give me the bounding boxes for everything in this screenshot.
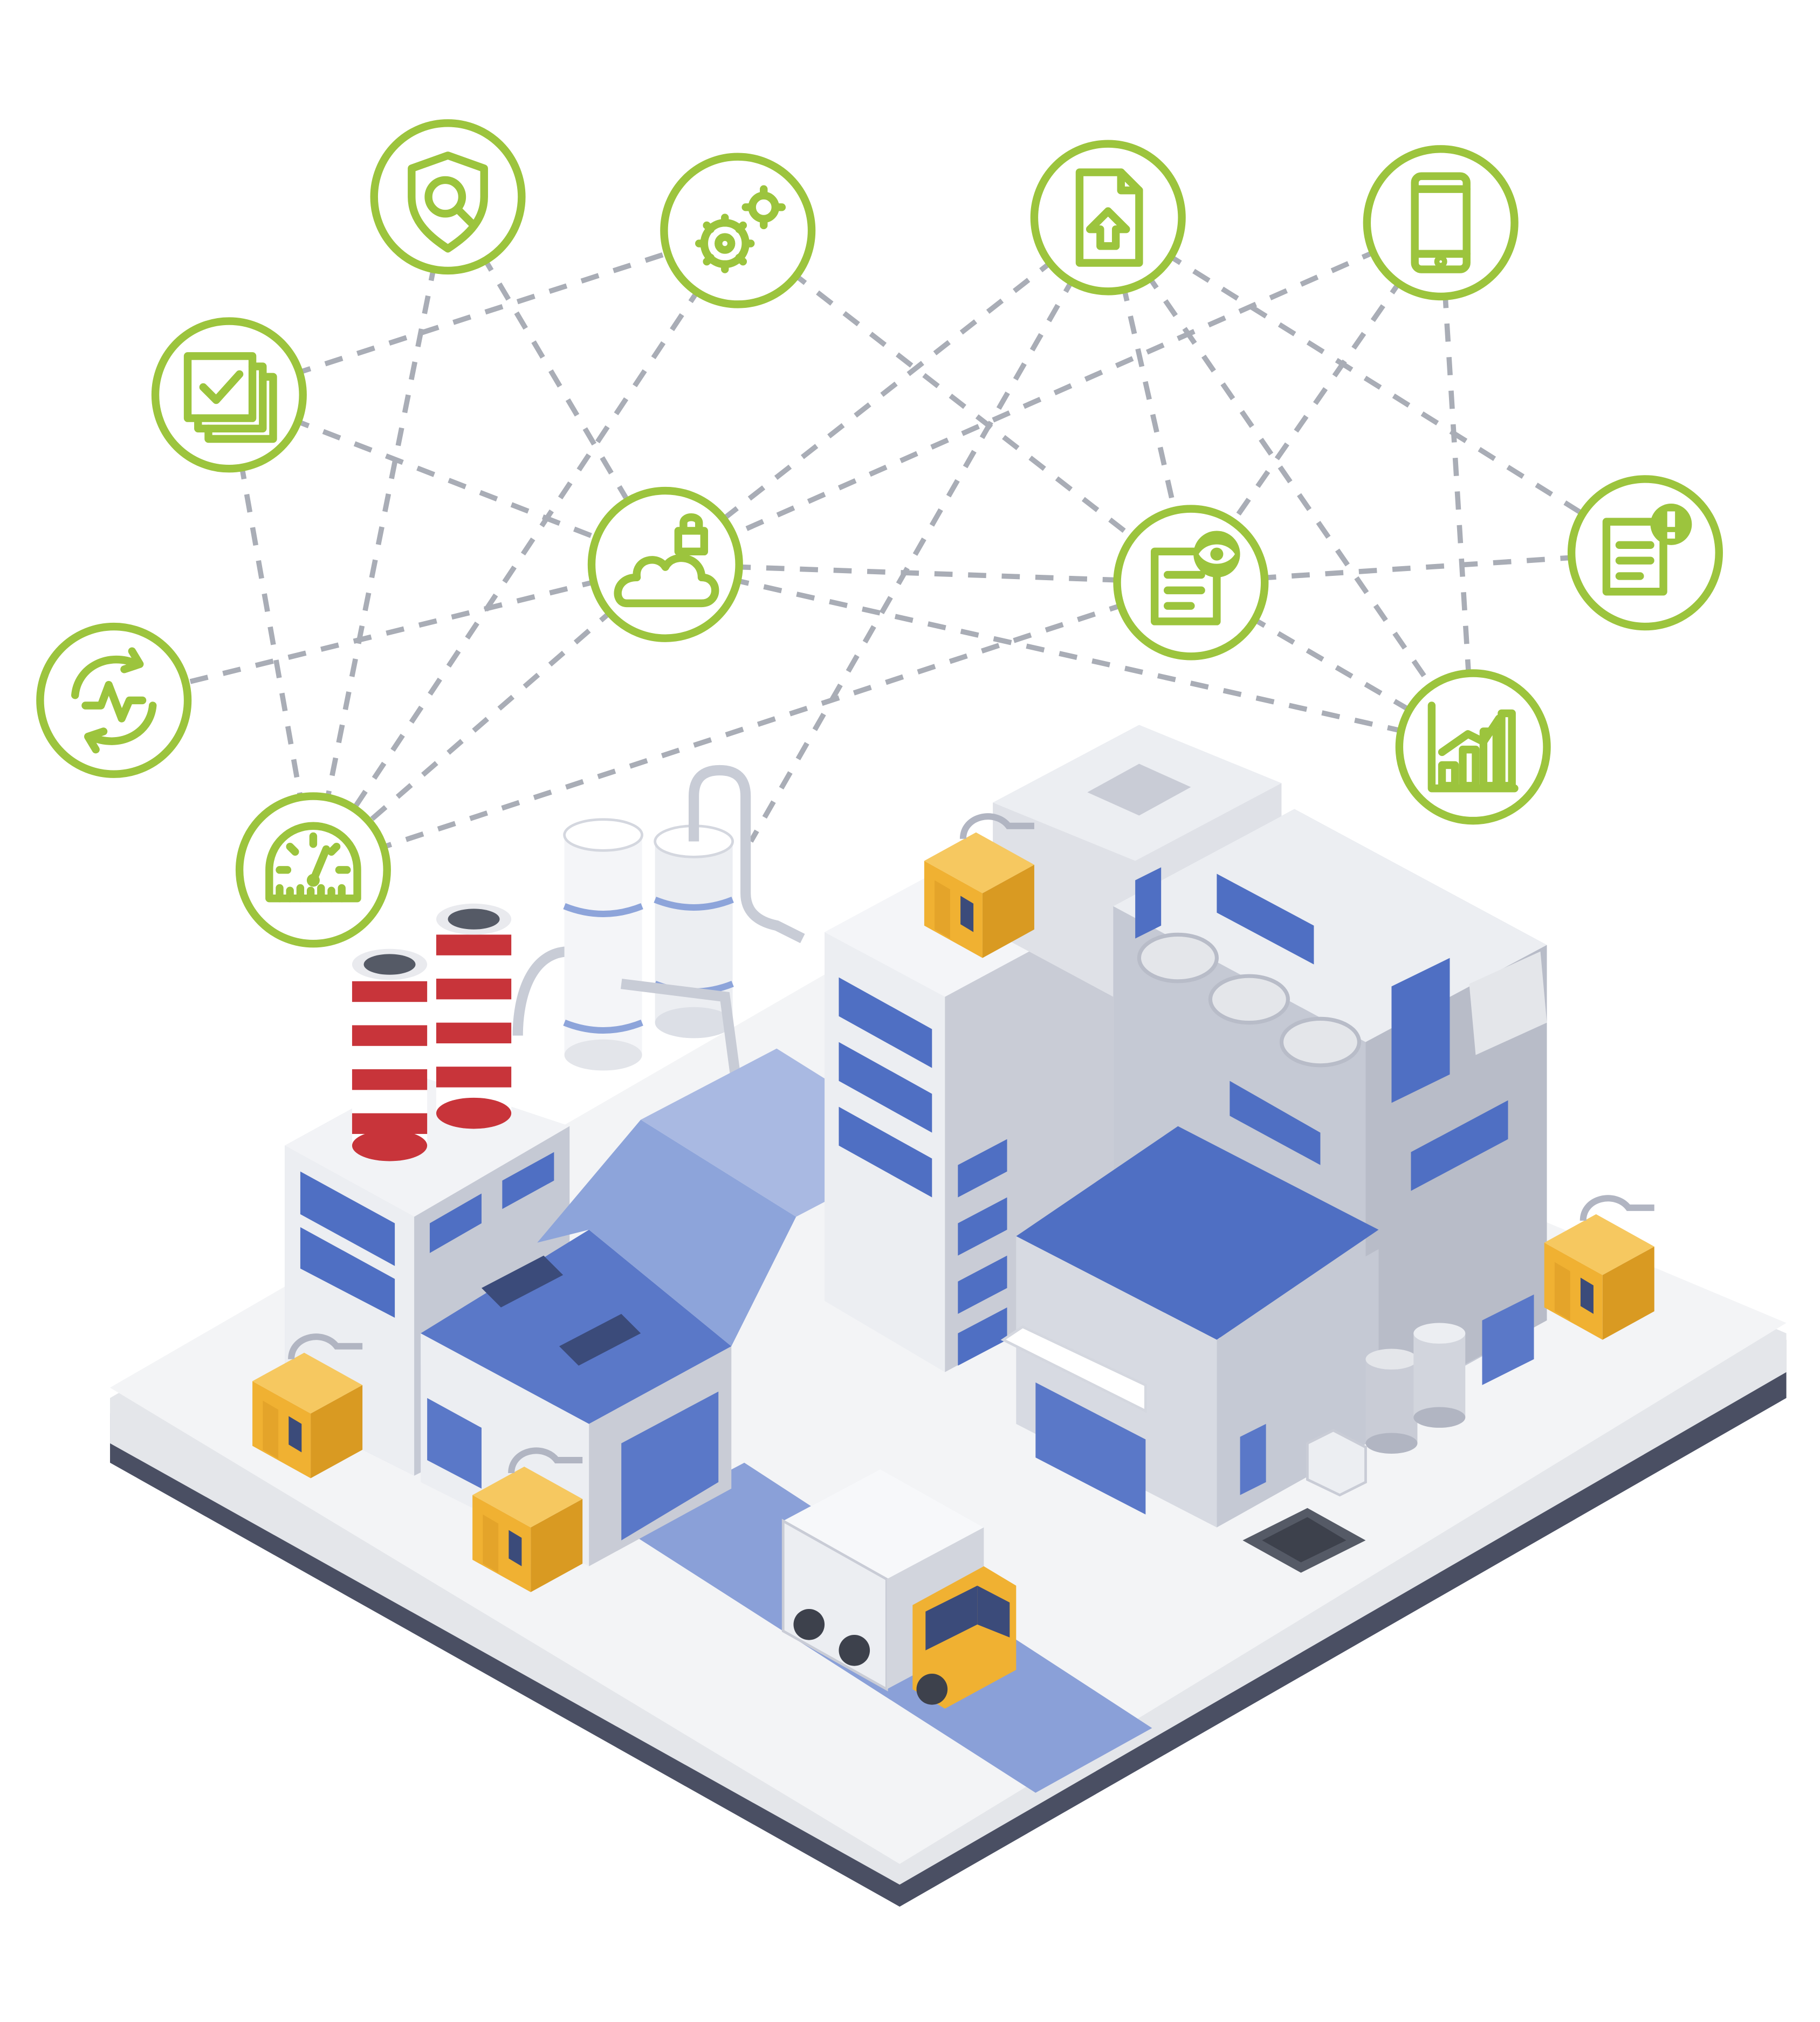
file-upload-icon [1075, 168, 1143, 267]
link-mobile-bar-chart [1438, 222, 1476, 747]
generator-icon [472, 1447, 583, 1592]
mobile-phone-icon [1411, 172, 1471, 273]
cycle-wave-icon [71, 647, 157, 754]
electrical-cabinet [1306, 1429, 1367, 1497]
link-cloud-lock-document-view [665, 562, 1191, 586]
cycle-wave-node[interactable] [36, 622, 192, 778]
checklist-node[interactable] [151, 317, 307, 473]
chemical-barrels [1365, 1323, 1466, 1454]
link-mobile-cloud-lock [664, 220, 1442, 567]
link-gears-document-view [736, 228, 1193, 585]
generator-units [252, 813, 1654, 1592]
link-file-upload-bar-chart [1105, 216, 1475, 749]
generator-icon [252, 1333, 363, 1478]
truck-icon [781, 1469, 1017, 1709]
shield-search-node[interactable] [370, 119, 526, 275]
link-file-upload-tanks [748, 216, 1110, 843]
generator-icon [1544, 1195, 1654, 1340]
generator-icon [924, 813, 1034, 958]
drain-grate [1242, 1508, 1366, 1573]
link-cloud-lock-cycle-wave [113, 562, 666, 703]
shield-search-icon [408, 152, 488, 253]
gauge-node[interactable] [235, 792, 391, 948]
cloud-lock-icon [614, 513, 719, 608]
document-view-node[interactable] [1113, 505, 1269, 661]
link-file-upload-document-alert [1107, 215, 1647, 555]
iot-icon-nodes [36, 119, 1723, 948]
bar-chart-node[interactable] [1395, 669, 1551, 825]
cloud-lock-node[interactable] [587, 486, 743, 642]
link-checklist-gauge [226, 394, 316, 871]
gears-node[interactable] [660, 153, 816, 308]
link-checklist-gears [228, 228, 739, 397]
document-alert-node[interactable] [1567, 475, 1723, 631]
link-shield-search-gauge [311, 196, 451, 871]
smokestack-right [436, 903, 512, 1129]
gears-icon [695, 185, 786, 273]
link-checklist-cloud-lock [228, 392, 667, 567]
document-eye-icon [1150, 531, 1240, 625]
link-cloud-lock-gauge [311, 562, 667, 872]
mobile-node[interactable] [1363, 145, 1519, 301]
link-file-upload-cloud-lock [663, 215, 1110, 567]
link-cloud-lock-bar-chart [664, 562, 1474, 749]
document-alert-icon [1602, 504, 1692, 596]
bar-chart-icon [1427, 701, 1519, 793]
link-gears-gauge [311, 229, 740, 872]
checklist-icon [183, 352, 277, 443]
smokestack-left [352, 948, 428, 1161]
file-upload-node[interactable] [1030, 140, 1186, 295]
gauge-icon [265, 822, 361, 903]
